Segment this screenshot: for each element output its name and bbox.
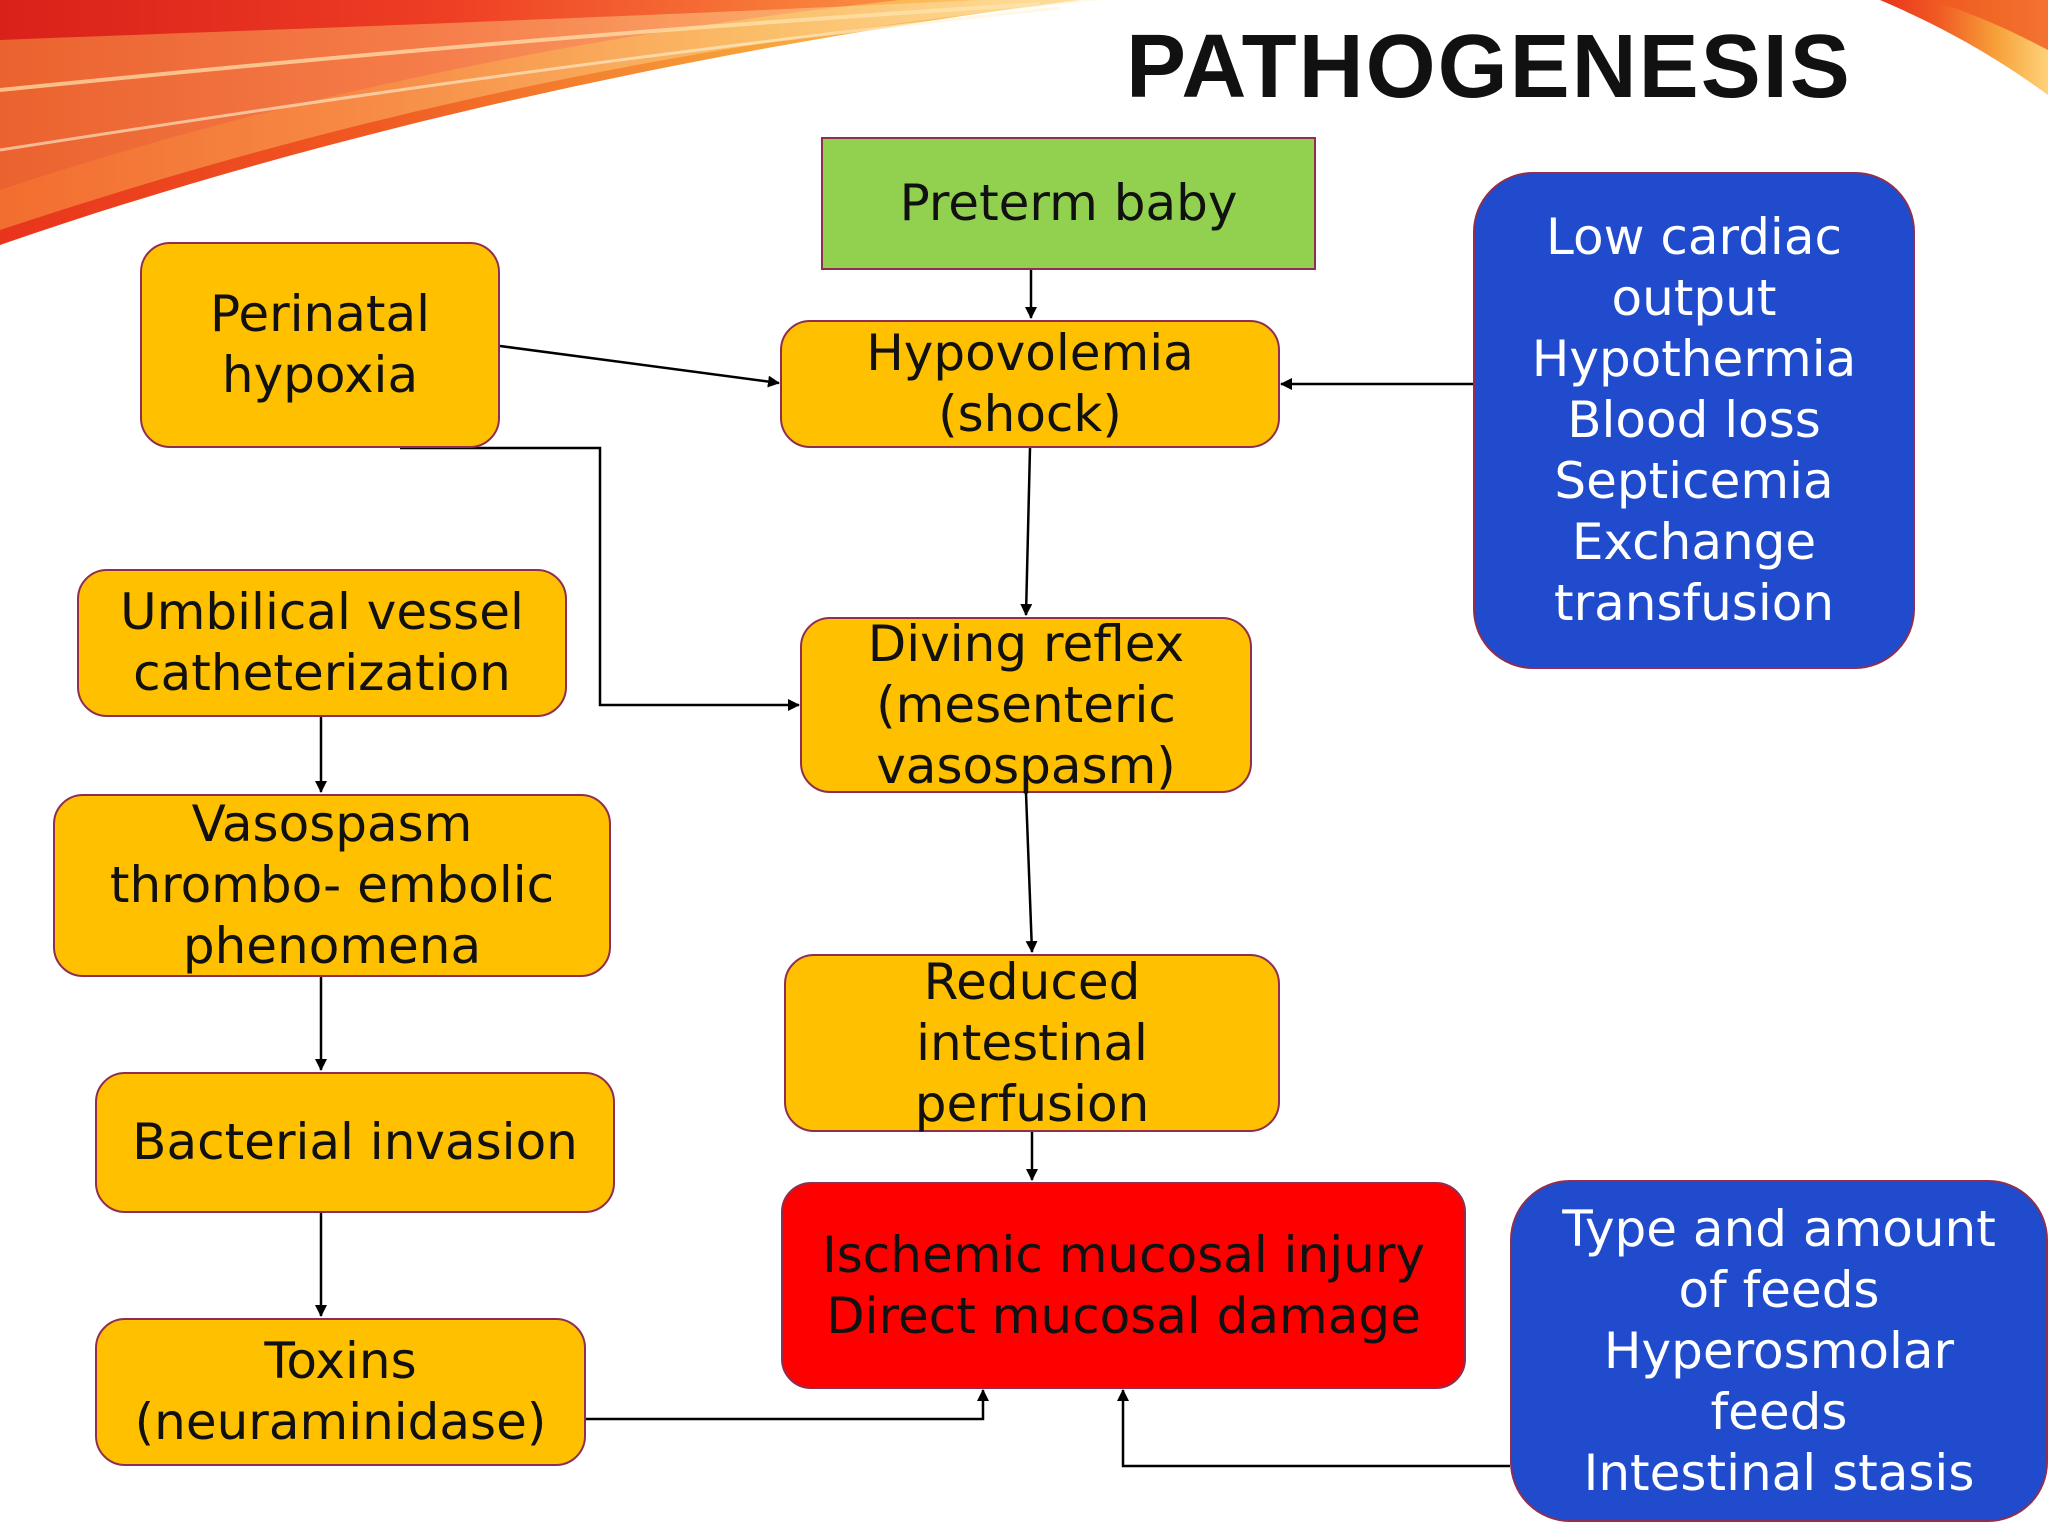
node-line: Perinatal: [209, 285, 431, 343]
node-line: Blood loss: [1567, 391, 1821, 449]
node-line: Hypovolemia: [866, 324, 1194, 382]
node-line: Diving reflex: [867, 614, 1185, 673]
node-line: Ischemic mucosal injury: [822, 1225, 1425, 1284]
arrow-hypovolemia-to-diving: [1020, 447, 1033, 616]
node-line: Direct mucosal damage: [826, 1286, 1421, 1345]
node-line: thrombo- embolic: [109, 856, 555, 914]
node-line: Toxins: [264, 1332, 417, 1390]
node-line: intestinal: [916, 1013, 1148, 1072]
bacterial-invasion-box: Bacterial invasion: [95, 1072, 615, 1213]
node-line: Umbilical vessel: [120, 583, 524, 641]
node-line: of feeds: [1678, 1260, 1880, 1319]
node-line: transfusion: [1553, 574, 1835, 632]
node-line: vasospasm): [876, 736, 1176, 795]
node-line: Intestinal stasis: [1583, 1443, 1975, 1502]
node-line: Low cardiac: [1546, 208, 1842, 266]
node-line: Reduced: [923, 952, 1141, 1011]
node-line: Preterm baby: [899, 174, 1238, 232]
hypovolemia-box: Hypovolemia(shock): [780, 320, 1280, 448]
decorative-swoosh: [0, 0, 2048, 245]
arrow-perinatal-to-hypovolemia: [499, 344, 780, 388]
node-line: Type and amount: [1562, 1199, 1996, 1258]
node-line: perfusion: [914, 1074, 1150, 1133]
arrow-factors-to-ischemic: [1117, 1389, 1510, 1468]
node-line: (mesenteric: [876, 675, 1176, 734]
node-line: Exchange: [1571, 513, 1817, 571]
node-line: (neuraminidase): [134, 1393, 547, 1451]
node-line: feeds: [1710, 1382, 1848, 1441]
node-line: (shock): [938, 385, 1122, 443]
node-line: hypoxia: [221, 346, 419, 404]
toxins-box: Toxins(neuraminidase): [95, 1318, 586, 1466]
node-line: Hypothermia: [1531, 330, 1857, 388]
node-line: Septicemia: [1554, 452, 1834, 510]
node-line: phenomena: [182, 917, 482, 975]
arrow-toxins-to-ischemic: [586, 1389, 989, 1421]
arrow-perinatal-to-diving: [400, 446, 800, 711]
arrow-diving-to-reduced: [1024, 792, 1038, 953]
node-line: Bacterial invasion: [132, 1113, 578, 1171]
node-line: Hyperosmolar: [1603, 1321, 1955, 1380]
preterm-baby-box: Preterm baby: [821, 137, 1316, 270]
node-line: output: [1611, 269, 1777, 327]
page-title: PATHOGENESIS: [1126, 17, 1852, 117]
node-line: Vasospasm: [191, 795, 473, 853]
node-line: catheterization: [133, 644, 511, 702]
